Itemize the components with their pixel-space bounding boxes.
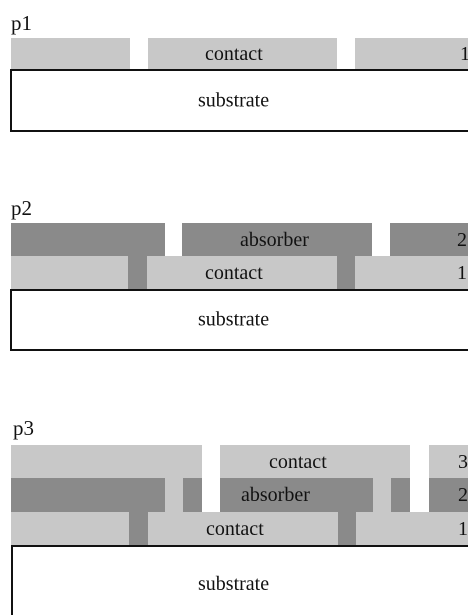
substrate-layer: substrate (10, 69, 468, 132)
absorber-segment-mid-right (391, 478, 410, 512)
via-right (338, 512, 356, 545)
substrate-label: substrate (198, 89, 270, 111)
contact-segment-right: 1 (355, 38, 468, 69)
via-left (128, 256, 147, 290)
absorber-segment-left (11, 478, 165, 512)
contact-segment-left (11, 38, 130, 69)
substrate-label: substrate (198, 308, 270, 331)
absorber-segment-middle: absorber (182, 223, 372, 256)
contact-label: contact (205, 262, 263, 284)
absorber-segment-right: 2 (429, 478, 468, 512)
contact-number: 1 (457, 262, 467, 284)
contact-segment-left (11, 512, 129, 545)
absorber-segment-mid-left (183, 478, 202, 512)
contact-segment-right: 1 (356, 512, 468, 545)
panel-p1: p1 contact 1 substrate (0, 0, 468, 140)
contact-segment-middle: contact (148, 38, 337, 69)
top-contact-label: contact (269, 450, 327, 473)
contact-segment-middle: contact (147, 256, 337, 290)
via-light-1 (165, 478, 183, 512)
contact-segment-left (11, 256, 128, 290)
absorber-label: absorber (241, 484, 310, 506)
absorber-segment-left (11, 223, 165, 256)
contact-number: 1 (458, 517, 468, 540)
via-light-2 (373, 478, 391, 512)
via-left (129, 512, 148, 545)
via-right (337, 256, 355, 290)
substrate-layer: substrate (11, 545, 468, 615)
panel-p2: p2 absorber 2 contact 1 substrate (0, 190, 468, 360)
contact-number: 1 (460, 42, 468, 65)
panel-label-p3: p3 (13, 416, 34, 440)
substrate-label: substrate (198, 573, 270, 595)
absorber-segment-middle: absorber (220, 478, 373, 512)
contact-label: contact (205, 42, 263, 65)
absorber-number: 2 (457, 228, 467, 251)
contact-segment-middle: contact (148, 512, 338, 545)
absorber-number: 2 (458, 484, 468, 506)
absorber-segment-right: 2 (390, 223, 468, 256)
panel-p3: p3 contact 3 absorber 2 contact 1 substr… (0, 410, 468, 615)
substrate-layer: substrate (10, 289, 468, 351)
panel-label-p2: p2 (11, 196, 32, 220)
contact-label: contact (206, 517, 264, 540)
panel-label-p1: p1 (11, 11, 32, 35)
top-contact-segment-left (11, 445, 202, 478)
contact-segment-right: 1 (355, 256, 468, 290)
absorber-label: absorber (240, 228, 309, 251)
top-contact-segment-right: 3 (429, 445, 468, 478)
top-contact-segment-middle: contact (220, 445, 410, 478)
top-contact-number: 3 (458, 450, 468, 473)
